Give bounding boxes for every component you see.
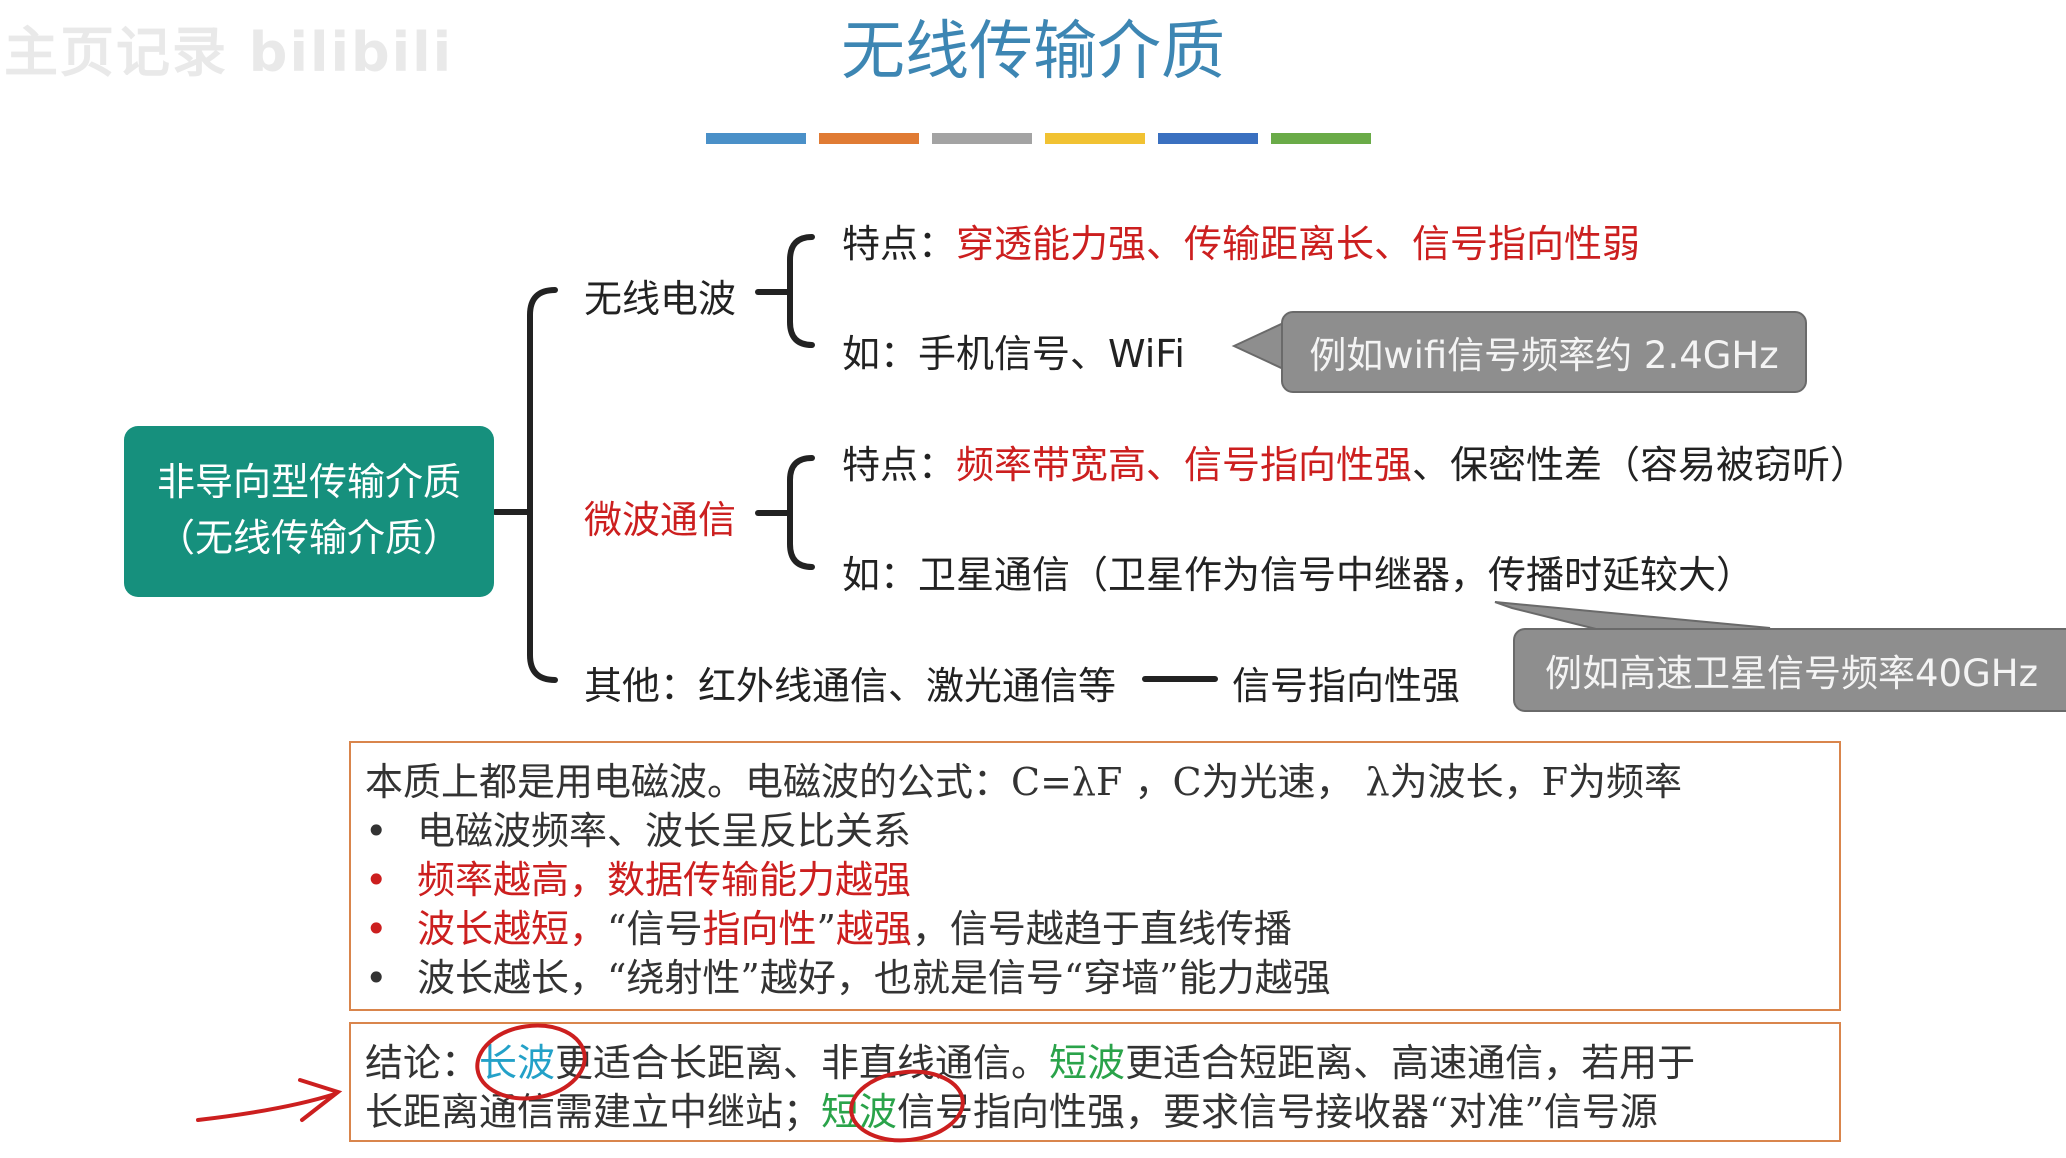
bullet-dot: •: [365, 907, 388, 951]
branch-microwave-label: 微波通信: [584, 498, 737, 542]
conclusion-text-4: 信号指向性强，要求信号接收器“对准”信号源: [897, 1090, 1658, 1134]
bullet-part: ”: [816, 907, 836, 951]
wifi-callout: 例如wifi信号频率约 2.4GHz: [1281, 311, 1807, 393]
conclusion-prefix: 结论：: [365, 1041, 480, 1085]
branch-other-result: 信号指向性强: [1232, 664, 1461, 708]
title-underline-segment: [1271, 133, 1371, 144]
satellite-callout-text: 例如高速卫星信号频率40GHz: [1545, 652, 2038, 695]
radio-feature-text: 穿透能力强、传输距离长、信号指向性弱: [956, 222, 1641, 266]
essence-box: 本质上都是用电磁波。电磁波的公式：C=λF ，C为光速， λ为波长，F为频率 •…: [349, 741, 1841, 1011]
hand-drawn-arrow-icon: [196, 1092, 337, 1122]
root-subtitle: （无线传输介质）: [156, 516, 461, 560]
title-underline-segment: [932, 133, 1032, 144]
bullet-part: ，信号越趋于直线传播: [911, 907, 1292, 951]
hand-drawn-arrow-icon: [298, 1078, 343, 1122]
radio-feature: 特点：穿透能力强、传输距离长、信号指向性弱: [842, 213, 1640, 268]
microwave-example: 如：卫星通信（卫星作为信号中继器，传播时延较大）: [842, 553, 1755, 597]
conclusion-text-3: 长距离通信需建立中继站；: [365, 1090, 822, 1134]
title-underline-segment: [1158, 133, 1258, 144]
bullet-text: 频率越高，数据传输能力越强: [417, 858, 912, 902]
essence-bullet-1: • 电磁波频率、波长呈反比关系: [365, 800, 911, 855]
conclusion-line-1: 结论：长波更适合长距离、非直线通信。短波更适合短距离、高速通信，若用于: [365, 1032, 1695, 1087]
wifi-callout-text: 例如wifi信号频率约 2.4GHz: [1309, 334, 1779, 377]
conclusion-box: 结论：长波更适合长距离、非直线通信。短波更适合短距离、高速通信，若用于 长距离通…: [349, 1022, 1841, 1142]
branch-radio-label: 无线电波: [584, 277, 737, 321]
essence-bullet-3: • 波长越短，“信号指向性”越强，信号越趋于直线传播: [365, 898, 1292, 953]
short-wave-term: 短波: [1049, 1041, 1126, 1085]
bullet-part: 指向性: [702, 907, 817, 951]
essence-bullet-2: • 频率越高，数据传输能力越强: [365, 849, 911, 904]
title-underline-segment: [819, 133, 919, 144]
bullet-part: 波长越短，: [417, 907, 608, 951]
microwave-feature-prefix: 特点：: [842, 443, 957, 487]
essence-formula-line: 本质上都是用电磁波。电磁波的公式：C=λF ，C为光速， λ为波长，F为频率: [365, 760, 1683, 804]
bullet-text: 电磁波频率、波长呈反比关系: [417, 809, 912, 853]
title-underline-segment: [706, 133, 806, 144]
page-title: 无线传输介质: [841, 15, 1225, 89]
radio-feature-prefix: 特点：: [842, 222, 957, 266]
title-underline-segment: [1045, 133, 1145, 144]
conclusion-text-1: 更适合长距离、非直线通信。: [555, 1041, 1050, 1085]
conclusion-line-2: 长距离通信需建立中继站；短波信号指向性强，要求信号接收器“对准”信号源: [365, 1081, 1658, 1136]
root-node: 非导向型传输介质 （无线传输介质）: [124, 426, 494, 597]
bullet-dot: •: [365, 956, 388, 1000]
bullet-part: “信号: [607, 907, 703, 951]
radio-example: 如：手机信号、WiFi: [842, 332, 1185, 376]
bilibili-watermark: 主页记录 bilibili: [4, 21, 454, 84]
essence-bullet-4: • 波长越长，“绕射性”越好，也就是信号“穿墙”能力越强: [365, 947, 1331, 1002]
conclusion-text-2: 更适合短距离、高速通信，若用于: [1125, 1041, 1696, 1085]
bullet-part: 越强: [835, 907, 912, 951]
long-wave-term: 长波: [479, 1041, 556, 1085]
microwave-feature-red: 频率带宽高、信号指向性强: [956, 443, 1413, 487]
bullet-dot: •: [365, 809, 388, 853]
hand-drawn-circle-icon: [849, 1069, 965, 1143]
bullet-text: 波长越长，“绕射性”越好，也就是信号“穿墙”能力越强: [417, 956, 1331, 1000]
bullet-dot: •: [365, 858, 388, 902]
hand-drawn-circle-icon: [475, 1023, 587, 1101]
root-title: 非导向型传输介质: [156, 460, 461, 504]
microwave-feature-black: 、保密性差（容易被窃听）: [1412, 443, 1869, 487]
branch-other-label: 其他：红外线通信、激光通信等: [584, 664, 1117, 708]
microwave-feature: 特点：频率带宽高、信号指向性强、保密性差（容易被窃听）: [842, 434, 1868, 489]
satellite-callout: 例如高速卫星信号频率40GHz: [1513, 628, 2066, 712]
